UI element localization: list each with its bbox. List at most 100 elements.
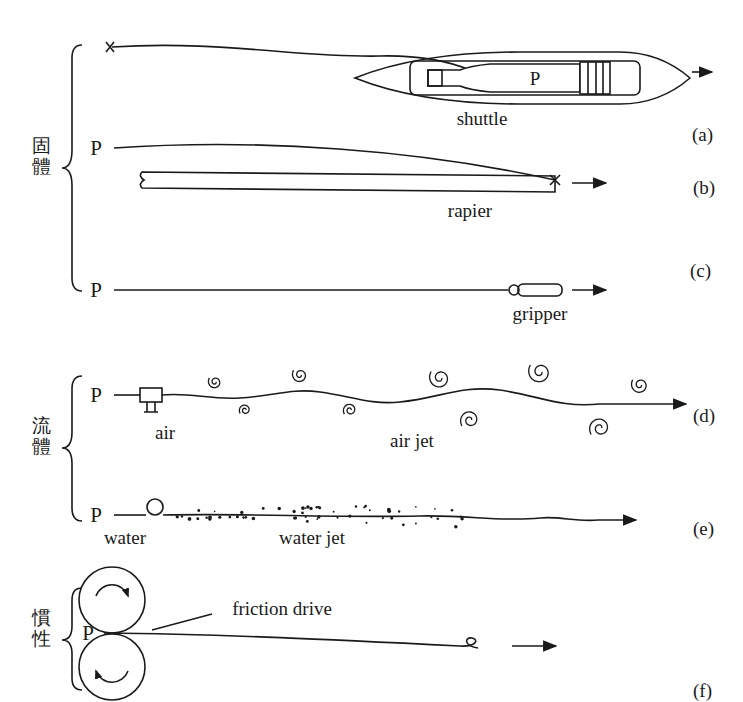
droplet — [363, 506, 365, 508]
droplet — [198, 510, 200, 512]
droplet — [454, 525, 457, 528]
weft-thread — [114, 394, 140, 396]
air-nozzle — [140, 388, 162, 402]
droplet — [460, 517, 463, 520]
gripper-projectile — [518, 284, 562, 296]
droplet — [208, 518, 211, 521]
motion-arrow — [640, 403, 686, 405]
droplet — [242, 516, 244, 518]
vortex — [430, 372, 448, 387]
figure-label: (e) — [693, 519, 714, 538]
droplet — [365, 522, 367, 524]
vortex — [208, 378, 219, 388]
droplet — [205, 517, 208, 520]
motion-arrow — [512, 645, 556, 647]
droplet — [317, 515, 320, 518]
group-label: 慣性 — [32, 607, 51, 649]
bobbin-head — [580, 62, 610, 94]
bobbin — [428, 64, 580, 92]
droplet — [228, 516, 231, 519]
droplet — [240, 511, 243, 514]
weft-thread — [114, 289, 508, 291]
motion-arrow — [572, 289, 606, 291]
brace — [62, 45, 82, 291]
rotation-arrow — [96, 671, 128, 682]
vortex — [292, 370, 305, 381]
yarn-package-label: P — [528, 69, 543, 88]
droplet — [318, 506, 321, 509]
droplet — [243, 517, 245, 519]
droplet — [316, 518, 318, 520]
weft-thread — [112, 45, 470, 70]
part-name: gripper — [513, 304, 568, 323]
figure-label: (c) — [690, 261, 711, 280]
group-label: 流體 — [32, 415, 51, 457]
droplet — [197, 509, 200, 512]
droplet — [434, 508, 436, 510]
yarn-supply-label: P — [90, 280, 102, 301]
motion-arrow — [598, 519, 636, 521]
motion-arrow — [572, 182, 606, 184]
group-label: 固體 — [32, 135, 51, 177]
figure-label: (a) — [692, 125, 713, 144]
figure-label: (d) — [693, 406, 715, 425]
weft-thread — [163, 515, 598, 521]
droplet — [197, 518, 199, 520]
water-nozzle — [147, 499, 163, 515]
vortex — [529, 365, 548, 382]
droplet — [301, 512, 304, 515]
yarn-supply-label: P — [90, 138, 102, 159]
droplet — [415, 522, 417, 524]
droplet — [333, 511, 335, 513]
part-name: shuttle — [457, 109, 508, 128]
figure-label: (f) — [693, 681, 712, 700]
vortex — [632, 380, 647, 393]
droplet — [262, 507, 265, 510]
bobbin-rings — [588, 62, 603, 94]
droplet — [305, 507, 307, 509]
brace — [62, 376, 82, 521]
droplet — [214, 511, 216, 513]
droplet — [415, 506, 417, 508]
droplet — [196, 517, 199, 520]
yarn-supply-label: P — [90, 505, 102, 526]
droplet — [305, 516, 307, 518]
motion-arrow — [692, 71, 712, 73]
droplet — [306, 520, 309, 523]
droplet — [402, 523, 405, 526]
rapier-rod — [140, 172, 555, 192]
droplet — [369, 509, 371, 511]
bobbin-tip — [428, 70, 442, 86]
droplet — [390, 517, 393, 520]
droplet — [398, 510, 400, 512]
droplet — [337, 517, 339, 519]
droplet — [387, 509, 391, 513]
part-name: rapier — [448, 201, 492, 220]
droplet — [188, 517, 192, 521]
droplet — [306, 505, 310, 509]
vortex — [590, 419, 608, 434]
droplet — [301, 506, 305, 510]
droplet — [294, 516, 297, 519]
droplet — [309, 507, 312, 510]
leader-line — [152, 614, 212, 630]
weft-thread — [162, 389, 640, 405]
droplet — [176, 515, 179, 518]
droplet — [252, 517, 255, 520]
vortex — [461, 412, 477, 426]
droplet — [430, 516, 432, 518]
friction-roller — [79, 634, 145, 700]
droplet — [436, 517, 439, 520]
part-name: water jet — [279, 528, 345, 547]
vortex — [343, 404, 354, 414]
water-droplets — [176, 505, 464, 529]
droplet — [382, 517, 384, 519]
shuttle-cavity — [410, 61, 640, 95]
shuttle-body — [355, 52, 690, 104]
vortex — [239, 405, 249, 413]
droplet — [277, 507, 281, 511]
droplet — [236, 515, 239, 518]
rotation-arrow — [96, 585, 128, 596]
